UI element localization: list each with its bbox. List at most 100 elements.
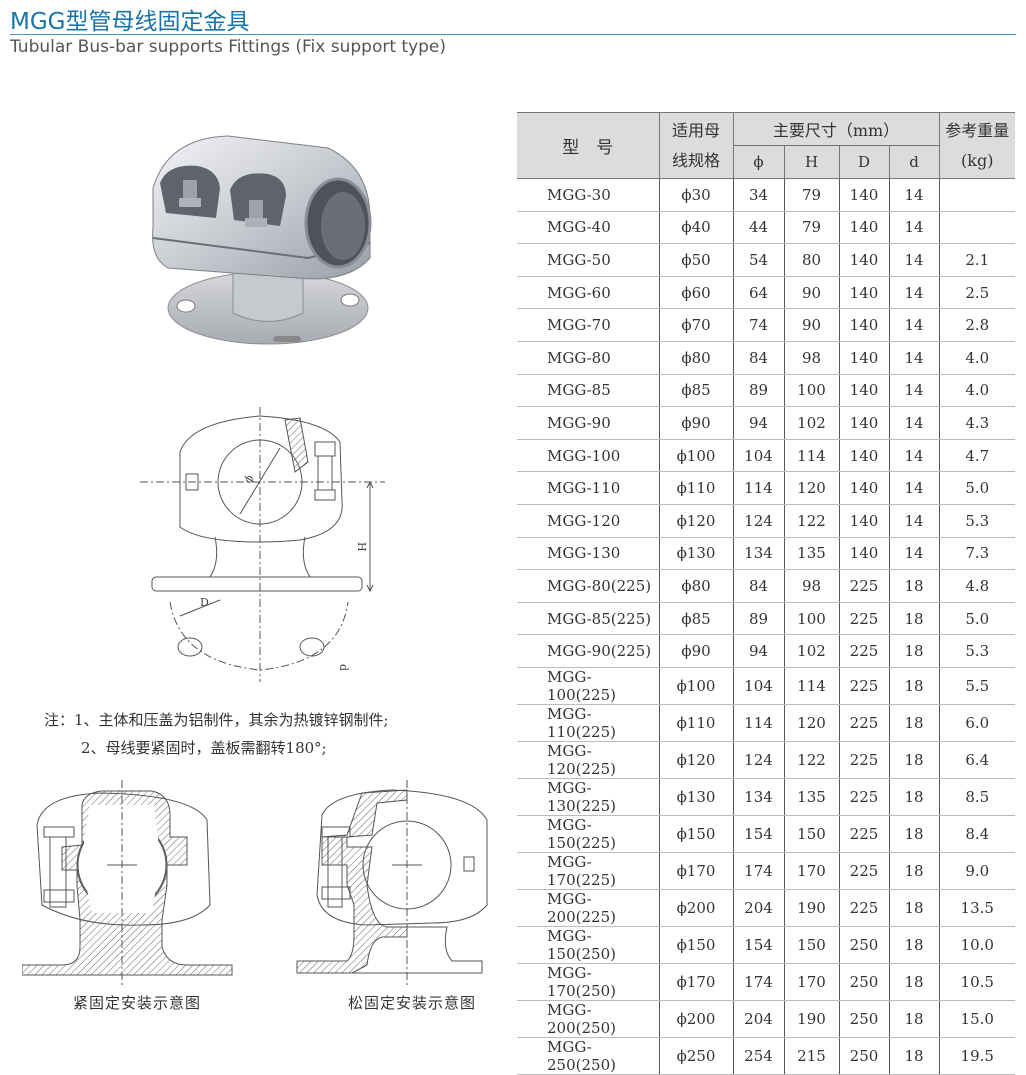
cell-weight: 8.5: [938, 777, 1015, 816]
cell-spec: ϕ170: [658, 962, 734, 1001]
cell-D: 140: [838, 438, 890, 473]
cell-D: 140: [838, 210, 890, 245]
cell-H: 150: [783, 814, 840, 853]
tight-install-drawing: [22, 780, 233, 985]
header-busbar-spec: 适用母 线规格: [658, 112, 734, 179]
cell-model: MGG-120(225): [517, 740, 660, 779]
cell-D: 225: [838, 814, 890, 853]
cell-model: MGG-200(225): [517, 888, 660, 927]
cell-spec: ϕ80: [658, 340, 734, 375]
cell-d: 14: [888, 536, 940, 571]
caption-loose: 松固定安装示意图: [348, 994, 477, 1012]
cell-weight: 4.0: [938, 340, 1015, 375]
cell-spec: ϕ110: [658, 471, 734, 505]
D-label: D: [200, 596, 209, 609]
cell-D: 140: [838, 373, 890, 408]
cell-H: 215: [783, 1036, 840, 1075]
cell-phi: 204: [732, 888, 785, 927]
cell-model: MGG-110(225): [517, 703, 660, 742]
cell-model: MGG-85: [517, 373, 660, 408]
cell-weight: 7.3: [938, 536, 1015, 571]
cell-model: MGG-120: [517, 503, 660, 538]
header-phi: ϕ: [732, 145, 785, 179]
cell-d: 18: [888, 851, 940, 890]
cell-model: MGG-30: [517, 178, 660, 212]
cell-H: 100: [783, 601, 840, 636]
cell-d: 18: [888, 814, 940, 853]
cell-H: 100: [783, 373, 840, 408]
cell-model: MGG-90(225): [517, 634, 660, 668]
cell-D: 140: [838, 340, 890, 375]
cell-H: 135: [783, 536, 840, 571]
cell-d: 18: [888, 634, 940, 668]
cell-H: 170: [783, 962, 840, 1001]
cell-model: MGG-110: [517, 471, 660, 505]
cell-d: 18: [888, 1036, 940, 1075]
cell-model: MGG-85(225): [517, 601, 660, 636]
cell-weight: 5.5: [938, 666, 1015, 705]
cell-model: MGG-130: [517, 536, 660, 571]
cell-spec: ϕ100: [658, 438, 734, 473]
cell-spec: ϕ30: [658, 178, 734, 212]
cell-model: MGG-80: [517, 340, 660, 375]
cell-phi: 134: [732, 777, 785, 816]
dimension-drawing: ϕ H D d: [140, 407, 385, 682]
cell-weight: 2.1: [938, 243, 1015, 277]
cell-phi: 174: [732, 962, 785, 1001]
cell-phi: 114: [732, 471, 785, 505]
page-title-cn: MGG型管母线固定金具: [10, 9, 250, 35]
cell-phi: 94: [732, 406, 785, 440]
cell-H: 90: [783, 308, 840, 342]
cell-D: 140: [838, 406, 890, 440]
cell-d: 14: [888, 210, 940, 245]
cell-weight: 10.0: [938, 925, 1015, 964]
cell-D: 140: [838, 471, 890, 505]
cell-phi: 104: [732, 666, 785, 705]
cell-spec: ϕ50: [658, 243, 734, 277]
cell-H: 80: [783, 243, 840, 277]
cell-H: 98: [783, 569, 840, 603]
cell-D: 140: [838, 243, 890, 277]
cell-weight: 9.0: [938, 851, 1015, 890]
cell-spec: ϕ40: [658, 210, 734, 245]
notes: 注：1、主体和压盖为铝制件，其余为热镀锌钢制件; 2、母线要紧固时，盖板需翻转1…: [44, 706, 389, 762]
cell-phi: 124: [732, 740, 785, 779]
cell-phi: 89: [732, 601, 785, 636]
cell-model: MGG-50: [517, 243, 660, 277]
cell-spec: ϕ130: [658, 536, 734, 571]
header-d: d: [888, 145, 940, 179]
cell-model: MGG-130(225): [517, 777, 660, 816]
cell-H: 102: [783, 634, 840, 668]
cell-weight: 5.0: [938, 601, 1015, 636]
cell-weight: 6.4: [938, 740, 1015, 779]
product-photo: [152, 135, 372, 345]
cell-weight: 6.0: [938, 703, 1015, 742]
cell-H: 120: [783, 471, 840, 505]
cell-D: 140: [838, 308, 890, 342]
header-D: D: [838, 145, 890, 179]
cell-model: MGG-60: [517, 275, 660, 310]
cell-spec: ϕ250: [658, 1036, 734, 1075]
cell-H: 135: [783, 777, 840, 816]
cell-H: 150: [783, 925, 840, 964]
cell-spec: ϕ60: [658, 275, 734, 310]
cell-D: 140: [838, 275, 890, 310]
cell-D: 225: [838, 777, 890, 816]
cell-weight: 2.5: [938, 275, 1015, 310]
cell-spec: ϕ150: [658, 814, 734, 853]
cell-d: 18: [888, 888, 940, 927]
cell-d: 18: [888, 569, 940, 603]
cell-model: MGG-170(250): [517, 962, 660, 1001]
cell-D: 225: [838, 666, 890, 705]
cell-model: MGG-80(225): [517, 569, 660, 603]
